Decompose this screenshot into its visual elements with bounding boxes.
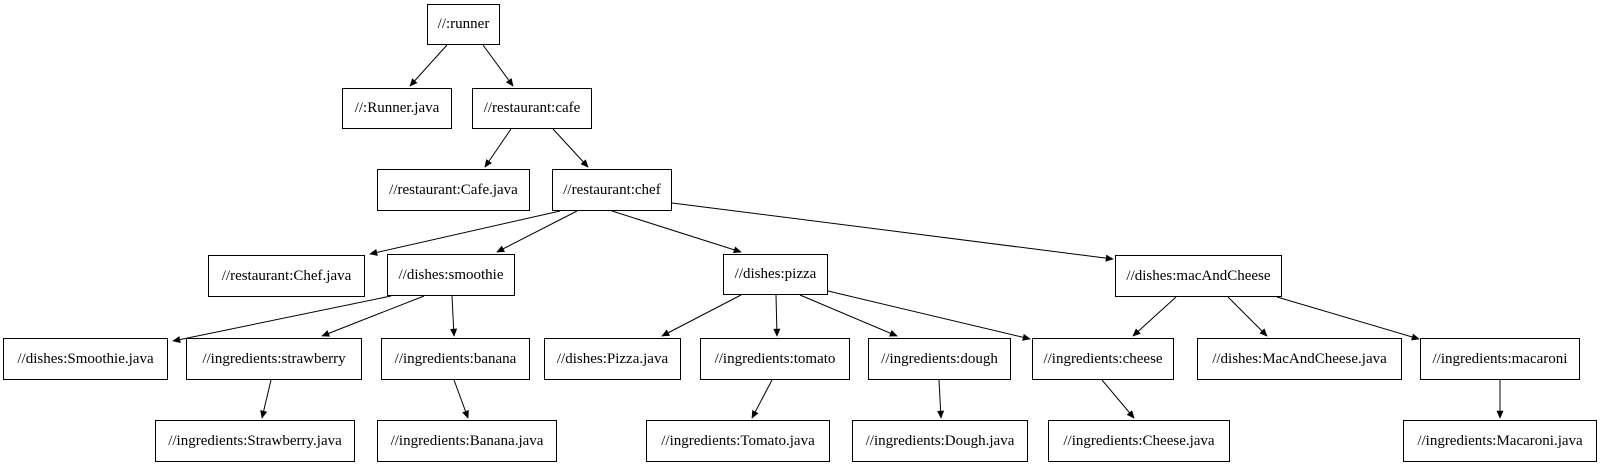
edge-pizza-to-cheese xyxy=(827,290,1031,341)
node-tomato-java: //ingredients:Tomato.java xyxy=(646,420,830,462)
edge-runner-to-cafe xyxy=(482,44,514,87)
node-macaroni-java: //ingredients:Macaroni.java xyxy=(1403,420,1597,462)
edge-cafe-to-cafe-java xyxy=(484,128,512,168)
node-strawberry-java: //ingredients:Strawberry.java xyxy=(155,420,355,462)
node-banana-java: //ingredients:Banana.java xyxy=(377,420,557,462)
node-banana: //ingredients:banana xyxy=(381,338,530,380)
edge-banana-to-banana-java xyxy=(453,379,469,419)
edge-pizza-to-tomato xyxy=(773,294,781,337)
node-cafe-java: //restaurant:Cafe.java xyxy=(377,169,530,211)
edge-tomato-to-tomato-java xyxy=(751,379,773,419)
edge-smoothie-to-smoothie-java xyxy=(172,295,392,343)
node-pizza: //dishes:pizza xyxy=(723,254,828,295)
node-dough-java: //ingredients:Dough.java xyxy=(852,420,1028,462)
edge-chef-to-pizza xyxy=(611,210,742,254)
node-runner: //:runner xyxy=(427,4,500,45)
edge-chef-to-chef-java xyxy=(369,210,561,256)
node-cheese: //ingredients:cheese xyxy=(1032,338,1174,380)
edge-mac-and-cheese-to-cheese xyxy=(1132,296,1177,337)
edge-pizza-to-pizza-java xyxy=(661,294,742,337)
edge-runner-to-runner-java xyxy=(409,44,448,87)
edge-pizza-to-dough xyxy=(799,294,898,337)
node-tomato: //ingredients:tomato xyxy=(700,338,850,380)
edge-mac-and-cheese-to-macaroni xyxy=(1276,296,1420,341)
node-mac-and-cheese: //dishes:macAndCheese xyxy=(1115,255,1282,297)
node-smoothie-java: //dishes:Smoothie.java xyxy=(3,338,168,380)
edge-mac-and-cheese-to-mac-and-cheese-java xyxy=(1227,296,1268,337)
node-smoothie: //dishes:smoothie xyxy=(387,254,515,296)
node-strawberry: //ingredients:strawberry xyxy=(186,338,362,380)
edge-cafe-to-chef xyxy=(552,128,589,168)
node-chef: //restaurant:chef xyxy=(552,169,672,211)
edge-strawberry-to-strawberry-java xyxy=(260,379,272,419)
node-runner-java: //:Runner.java xyxy=(342,88,452,129)
edge-chef-to-smoothie xyxy=(496,210,578,253)
edge-dough-to-dough-java xyxy=(937,379,945,419)
node-cheese-java: //ingredients:Cheese.java xyxy=(1048,420,1230,462)
edge-chef-to-mac-and-cheese xyxy=(671,202,1114,262)
node-dough: //ingredients:dough xyxy=(868,338,1011,380)
node-macaroni: //ingredients:macaroni xyxy=(1420,338,1580,380)
node-mac-and-cheese-java: //dishes:MacAndCheese.java xyxy=(1197,338,1402,380)
edge-group xyxy=(172,44,1504,419)
node-cafe: //restaurant:cafe xyxy=(472,88,592,129)
node-pizza-java: //dishes:Pizza.java xyxy=(544,338,681,380)
edge-smoothie-to-strawberry xyxy=(321,295,425,337)
edge-cheese-to-cheese-java xyxy=(1101,379,1135,419)
node-chef-java: //restaurant:Chef.java xyxy=(208,255,365,297)
edge-smoothie-to-banana xyxy=(450,295,458,337)
